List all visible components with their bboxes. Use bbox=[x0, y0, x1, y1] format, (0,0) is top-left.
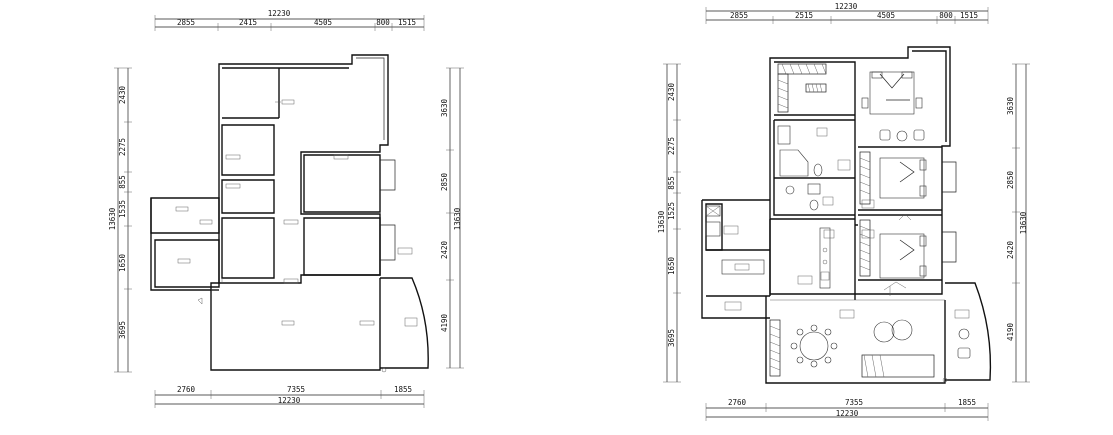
right-right-seg-4: 4190 bbox=[1006, 322, 1015, 341]
left-left-seg-3: 855 bbox=[118, 175, 127, 189]
right-left-seg-4: 1525 bbox=[667, 202, 676, 220]
left-top-seg-4: 800 bbox=[376, 18, 390, 27]
right-left-seg-6: 3695 bbox=[667, 329, 676, 347]
right-left-total-label: 13630 bbox=[657, 210, 666, 233]
bedroom-3-bed bbox=[879, 233, 927, 279]
left-right-seg-4: 4190 bbox=[440, 313, 449, 332]
left-top-total-label: 12230 bbox=[268, 9, 291, 18]
right-bottom-seg-2: 7355 bbox=[845, 398, 863, 407]
coffee-tables bbox=[873, 319, 913, 343]
right-bottom-seg-1: 2760 bbox=[728, 398, 747, 407]
right-plan-furniture bbox=[721, 129, 971, 368]
right-top-total-label: 12230 bbox=[835, 2, 858, 11]
right-top-seg-3: 4505 bbox=[877, 11, 895, 20]
right-left-seg-3: 855 bbox=[667, 176, 676, 190]
left-top-dimension-chain: 12230 2855 2415 4505 800 1515 bbox=[154, 9, 425, 31]
right-top-seg-4: 800 bbox=[939, 11, 953, 20]
left-left-seg-1: 2430 bbox=[118, 85, 127, 104]
left-left-seg-6: 3695 bbox=[118, 321, 127, 339]
left-left-total-label: 13630 bbox=[108, 207, 117, 230]
right-right-total-label: 13630 bbox=[1019, 211, 1028, 234]
right-plan-cabinets bbox=[769, 63, 935, 378]
left-left-seg-5: 1650 bbox=[118, 253, 127, 272]
left-top-seg-3: 4505 bbox=[314, 18, 332, 27]
right-left-seg-1: 2430 bbox=[667, 82, 676, 101]
lounge-chairs bbox=[879, 129, 971, 359]
left-top-seg-5: 1515 bbox=[398, 18, 416, 27]
right-bottom-dimension-chain: 2760 7355 1855 12230 bbox=[705, 398, 989, 421]
right-top-seg-2: 2515 bbox=[795, 11, 813, 20]
left-right-seg-3: 2420 bbox=[440, 240, 449, 259]
left-bottom-total-label: 12230 bbox=[278, 396, 301, 405]
left-bottom-seg-3: 1855 bbox=[394, 385, 412, 394]
right-right-dimension-chain: 3630 2850 2420 4190 13630 bbox=[1006, 63, 1030, 383]
right-plan-bathrooms bbox=[705, 125, 823, 237]
left-bottom-seg-1: 2760 bbox=[177, 385, 196, 394]
right-left-seg-2: 2275 bbox=[667, 137, 676, 155]
right-plan-walls bbox=[701, 46, 992, 384]
left-left-seg-4: 1535 bbox=[118, 200, 127, 218]
left-floor-plan: 12230 2855 2415 4505 800 1515 2760 7355 … bbox=[108, 9, 464, 408]
master-bed bbox=[861, 71, 923, 115]
right-plan-room-tags bbox=[723, 127, 970, 383]
right-furnished-plan: 12230 2855 2515 4505 800 1515 2760 7355 … bbox=[657, 2, 1030, 421]
left-left-dimension-chain: 2430 2275 855 1535 1650 3695 13630 bbox=[108, 67, 132, 373]
right-plan-beds bbox=[861, 71, 927, 279]
right-right-seg-1: 3630 bbox=[1006, 96, 1015, 115]
right-top-dimension-chain: 12230 2855 2515 4505 800 1515 bbox=[705, 2, 989, 24]
left-top-seg-2: 2415 bbox=[239, 18, 257, 27]
left-top-seg-1: 2855 bbox=[177, 18, 195, 27]
left-bottom-seg-2: 7355 bbox=[287, 385, 305, 394]
right-bottom-total-label: 12230 bbox=[836, 409, 859, 418]
left-plan-room-tags bbox=[175, 99, 418, 373]
left-right-seg-2: 2850 bbox=[440, 172, 449, 191]
left-right-total-label: 13630 bbox=[453, 207, 462, 230]
left-bottom-dimension-chain: 2760 7355 1855 12230 bbox=[154, 385, 425, 408]
right-top-seg-5: 1515 bbox=[960, 11, 978, 20]
dining-table bbox=[790, 324, 838, 368]
bedroom-2-bed bbox=[879, 157, 927, 199]
right-right-seg-2: 2850 bbox=[1006, 170, 1015, 189]
right-left-seg-5: 1650 bbox=[667, 256, 676, 275]
right-top-seg-1: 2855 bbox=[730, 11, 748, 20]
right-left-dimension-chain: 2430 2275 855 1525 1650 3695 13630 bbox=[657, 63, 681, 383]
left-right-seg-1: 3630 bbox=[440, 98, 449, 117]
right-bottom-seg-3: 1855 bbox=[958, 398, 976, 407]
left-right-dimension-chain: 3630 2850 2420 4190 13630 bbox=[440, 67, 464, 369]
left-left-seg-2: 2275 bbox=[118, 138, 127, 156]
stove-and-sink bbox=[819, 227, 831, 289]
right-right-seg-3: 2420 bbox=[1006, 240, 1015, 259]
left-plan-walls bbox=[150, 54, 429, 371]
kitchen-island bbox=[721, 259, 765, 275]
